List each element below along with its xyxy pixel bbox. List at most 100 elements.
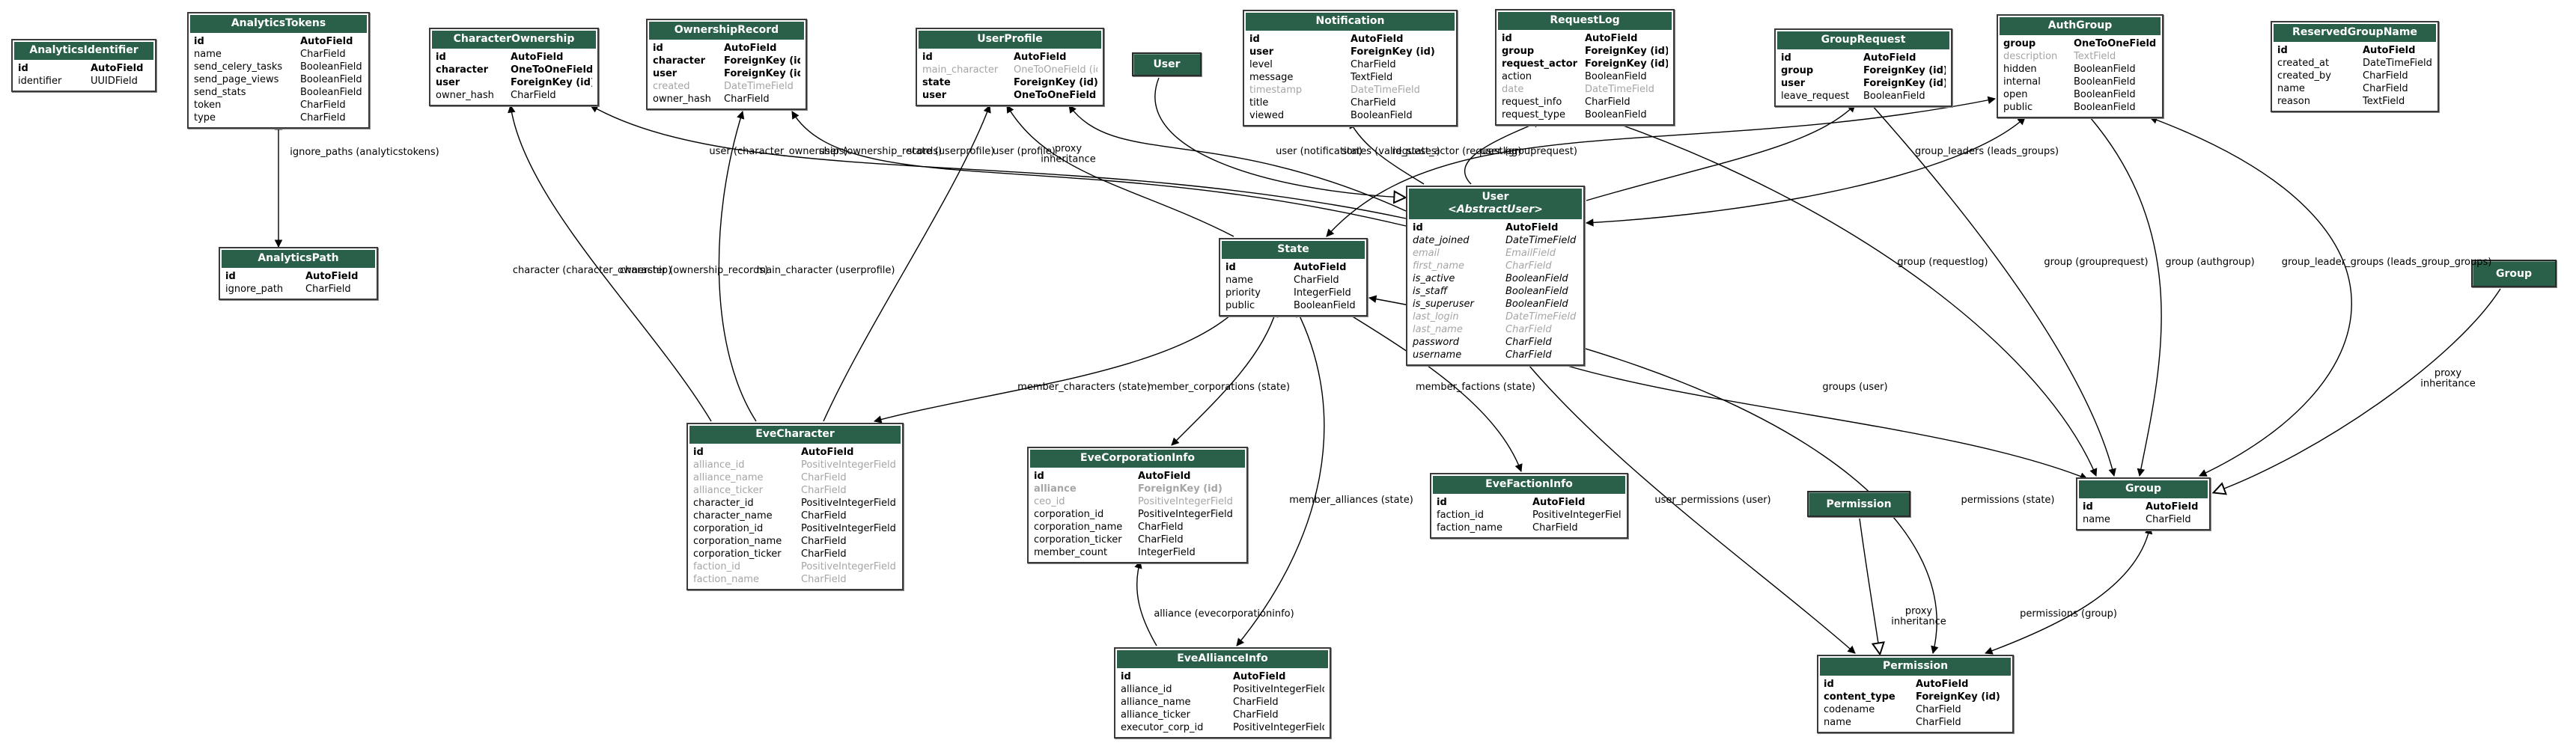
- model-name: State: [1277, 243, 1309, 255]
- relationship-edge-permissions-group: [1985, 525, 2153, 655]
- field-name: created_by: [2277, 70, 2331, 82]
- model-name: User: [1482, 191, 1509, 203]
- field-name: alliance_id: [693, 459, 745, 471]
- field-type: CharField: [300, 48, 346, 60]
- relationship-edge-member-alliances-state: [1236, 309, 1325, 646]
- field-name: id: [1502, 32, 1512, 44]
- field-name: internal: [2003, 76, 2041, 88]
- field-name: action: [1502, 70, 1532, 82]
- field-name: is_superuser: [1413, 298, 1474, 310]
- edge-label-group-requestlog: group (requestlog): [1897, 256, 1988, 268]
- field-type: OneToOneField (id): [2074, 37, 2157, 49]
- model-name: AnalyticsTokens: [231, 17, 326, 29]
- field-type: CharField: [1233, 696, 1279, 708]
- field-name: id: [225, 270, 236, 282]
- model-table-title-characterownership: CharacterOwnership: [432, 31, 596, 49]
- relationship-edge-member-characters-state: [873, 309, 1237, 424]
- field-type: CharField: [801, 471, 847, 483]
- field-type: CharField: [1532, 522, 1578, 533]
- field-name: id: [1824, 678, 1834, 690]
- edge-label-member-factions-state: member_factions (state): [1416, 381, 1535, 393]
- model-table-title-analyticsidentifier: AnalyticsIdentifier: [14, 42, 153, 60]
- model-table-title-reservedgroupname: ReservedGroupName: [2274, 24, 2436, 42]
- field-type: IntegerField: [1294, 287, 1351, 299]
- field-name: user: [1781, 77, 1806, 89]
- field-name: character_name: [693, 510, 773, 522]
- field-type: OneToOneField (id): [511, 64, 592, 76]
- field-name: is_active: [1413, 272, 1455, 284]
- model-name: RequestLog: [1550, 14, 1620, 26]
- field-name: id: [1437, 496, 1447, 508]
- edge-label-group-grouprequest: group (grouprequest): [2044, 256, 2149, 268]
- field-type: OneToOneField (id): [1014, 64, 1097, 76]
- field-name: is_staff: [1413, 285, 1448, 297]
- field-type: ForeignKey (id): [1585, 58, 1668, 70]
- field-name: content_type: [1824, 691, 1896, 703]
- field-name: id: [1121, 670, 1131, 682]
- edge-label-member-characters-state: member_characters (state): [1017, 381, 1151, 393]
- field-type: CharField: [511, 89, 556, 101]
- field-type: AutoField: [1138, 470, 1191, 482]
- model-table-title-requestlog: RequestLog: [1498, 12, 1672, 30]
- field-type: OneToOneField (id): [1014, 89, 1097, 101]
- field-type: ForeignKey (id): [724, 55, 800, 67]
- field-type: AutoField: [1585, 32, 1638, 44]
- field-type: AutoField: [91, 62, 144, 74]
- field-type: DateTimeField: [2363, 57, 2432, 69]
- field-type: BooleanField: [300, 61, 362, 73]
- field-name: password: [1413, 336, 1459, 348]
- field-type: CharField: [1351, 97, 1396, 108]
- field-type: DateTimeField: [724, 80, 794, 92]
- field-name: member_count: [1034, 546, 1108, 558]
- field-name: alliance_ticker: [693, 484, 763, 496]
- field-type: ForeignKey (id): [511, 76, 592, 88]
- field-name: faction_name: [693, 573, 759, 585]
- field-type: BooleanField: [1505, 272, 1568, 284]
- field-name: group: [2003, 37, 2036, 49]
- proxy-node-user-proxy: User: [1132, 52, 1202, 76]
- field-type: AutoField: [1505, 221, 1559, 233]
- field-type: CharField: [305, 283, 351, 295]
- field-type: CharField: [1294, 274, 1339, 286]
- field-name: name: [2083, 513, 2110, 525]
- field-name: id: [1225, 261, 1236, 273]
- field-type: AutoField: [724, 42, 777, 54]
- model-name: Notification: [1315, 15, 1385, 27]
- model-table-title-analyticspath: AnalyticsPath: [222, 250, 375, 268]
- model-name: Group: [2125, 483, 2161, 495]
